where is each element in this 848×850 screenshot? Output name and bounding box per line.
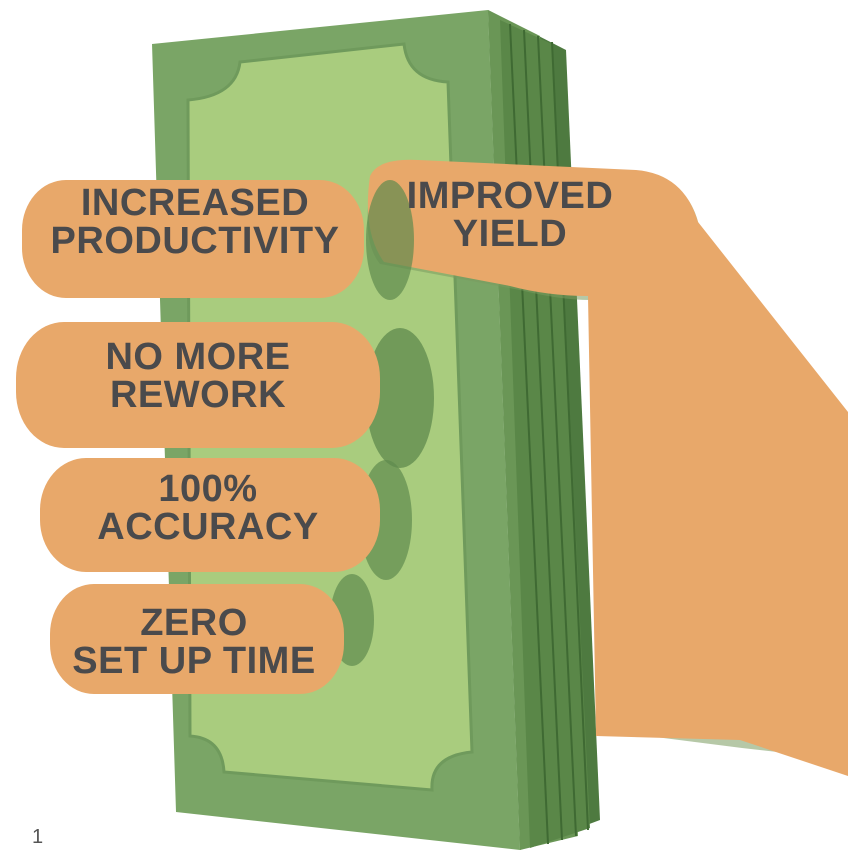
finger-label-line: IMPROVED bbox=[406, 175, 614, 217]
finger-label-line: ACCURACY bbox=[97, 506, 319, 548]
finger-label-no-more-rework: NO MORE REWORK bbox=[20, 338, 376, 414]
finger-label-line: ZERO bbox=[140, 602, 248, 644]
finger-label-line: INCREASED bbox=[80, 182, 310, 224]
finger-label-zero-set-up-time: ZERO SET UP TIME bbox=[44, 604, 344, 680]
finger-label-improved-yield: IMPROVED YIELD bbox=[340, 177, 680, 253]
finger-label-increased-productivity: INCREASED PRODUCTIVITY bbox=[20, 184, 370, 260]
hand-icon bbox=[16, 159, 848, 777]
finger-label-line: 100% bbox=[158, 468, 258, 510]
finger-label-accuracy: 100% ACCURACY bbox=[40, 470, 376, 546]
finger-label-line: REWORK bbox=[109, 374, 287, 416]
finger-label-line: NO MORE bbox=[105, 336, 291, 378]
finger-label-line: SET UP TIME bbox=[72, 640, 316, 682]
finger-label-line: PRODUCTIVITY bbox=[50, 220, 340, 262]
page-number: 1 bbox=[32, 826, 44, 848]
finger-label-line: YIELD bbox=[452, 213, 568, 255]
